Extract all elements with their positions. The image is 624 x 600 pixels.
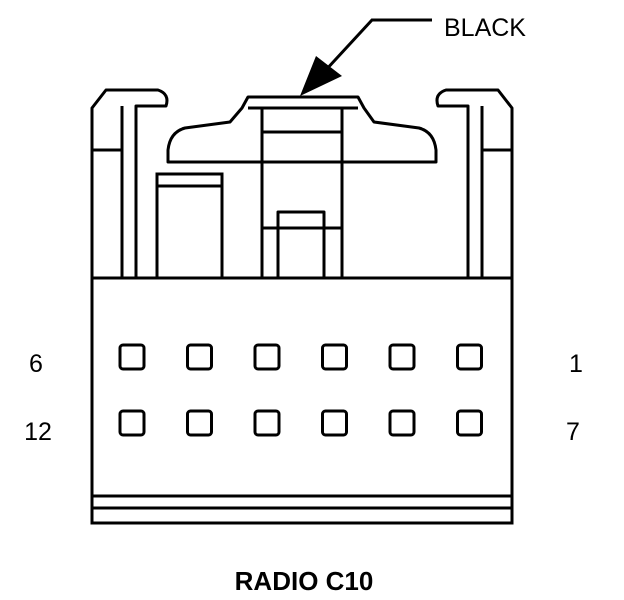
pin-cavities — [118, 343, 483, 437]
pin-cavity — [118, 343, 146, 371]
pin-label-7: 7 — [566, 418, 580, 446]
pin-cavity — [456, 409, 483, 437]
left-block — [155, 172, 224, 280]
connector-title: RADIO C10 — [235, 566, 374, 596]
pin-cavity — [321, 343, 348, 371]
pin-label-12: 12 — [24, 418, 52, 446]
color-label: BLACK — [444, 14, 526, 42]
pin-cavity — [253, 409, 281, 437]
pin-cavity — [388, 409, 416, 437]
pin-cavity — [186, 409, 213, 437]
pin-label-1: 1 — [569, 350, 583, 378]
pin-cavity — [321, 409, 348, 437]
pin-cavity — [456, 343, 483, 371]
right-latch — [435, 88, 514, 278]
connector-body — [90, 276, 514, 525]
pin-cavity — [388, 343, 416, 371]
pin-cavity — [118, 409, 146, 437]
color-callout-arrow — [300, 18, 432, 96]
pin-cavity — [186, 343, 213, 371]
left-latch — [90, 88, 169, 278]
pin-cavity — [253, 343, 281, 371]
center-lock-tab — [166, 95, 438, 280]
pin-label-6: 6 — [29, 350, 43, 378]
